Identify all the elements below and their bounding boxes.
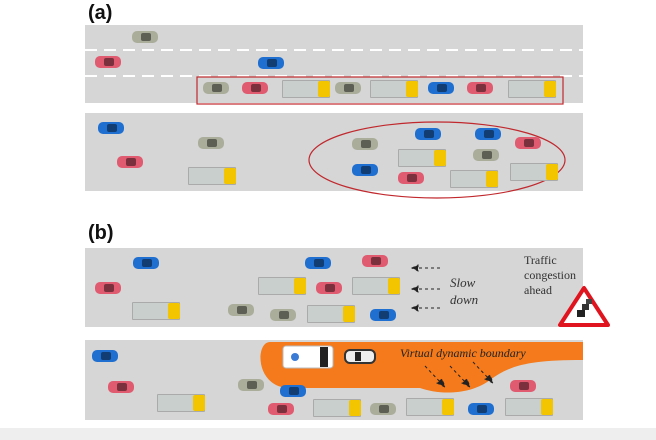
red-car [242,82,268,94]
blue-car [415,128,441,140]
truck [313,399,361,417]
truck [157,394,205,412]
blue-car [305,257,331,269]
slow-down-arrows [410,264,440,312]
truck [370,80,418,98]
grey-car [132,31,158,43]
truck [307,305,355,323]
red-car [95,56,121,68]
truck [352,277,400,295]
police-car [344,349,376,364]
boundary-arrows [424,361,494,389]
bottom-bar [0,428,656,440]
truck [258,277,306,295]
panel-label-a: (a) [88,2,113,24]
red-car [117,156,143,168]
grey-car [473,149,499,161]
red-car [95,282,121,294]
grey-car [198,137,224,149]
truck [406,398,454,416]
grey-car [370,403,396,415]
blue-car [352,164,378,176]
virtual-boundary-zone [260,342,583,393]
traffic-congestion-sign-icon [558,286,610,327]
cluster-highlight-ellipse [308,121,566,199]
truck [282,80,330,98]
red-car [467,82,493,94]
truck [398,149,446,167]
blue-car [92,350,118,362]
blue-car [475,128,501,140]
platoon-highlight-box [196,76,564,105]
blue-car [428,82,454,94]
blue-car [133,257,159,269]
traffic-congestion-label: Traffic congestion ahead [524,253,576,297]
blue-car [280,385,306,397]
grey-car [203,82,229,94]
grey-car [270,309,296,321]
road-a1 [85,25,583,103]
grey-car [352,138,378,150]
red-car [398,172,424,184]
red-car [362,255,388,267]
red-car [510,380,536,392]
truck [508,80,556,98]
road-a2 [85,113,583,191]
panel-label-b: (b) [88,222,114,244]
grey-car [335,82,361,94]
truck [505,398,553,416]
truck [450,170,498,188]
red-car [108,381,134,393]
blue-car [98,122,124,134]
red-car [268,403,294,415]
virtual-boundary-label: Virtual dynamic boundary [400,346,526,360]
truck [510,163,558,181]
blue-car [468,403,494,415]
red-car [316,282,342,294]
slow-down-label: Slow down [450,275,479,307]
grey-car [238,379,264,391]
truck [132,302,180,320]
grey-car [228,304,254,316]
blue-car [258,57,284,69]
red-car [515,137,541,149]
ambulance [282,345,334,369]
blue-car [370,309,396,321]
truck [188,167,236,185]
